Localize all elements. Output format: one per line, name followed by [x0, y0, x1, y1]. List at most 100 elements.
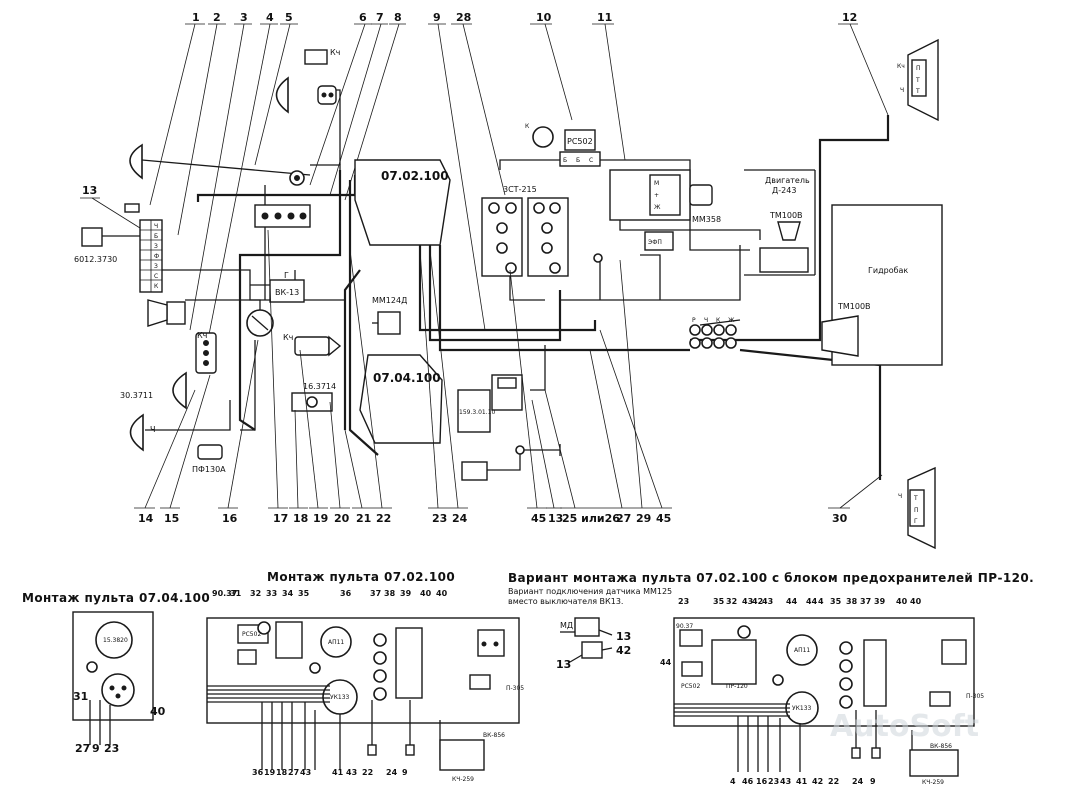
bottom-callouts: 14 15 16 17 18 19 20 21 22 23 24 45 13 2… [134, 229, 883, 525]
r-top-0: 23 [678, 597, 689, 606]
callout-19: 19 [313, 512, 328, 525]
starter-unit [759, 247, 809, 273]
svg-text:+: + [654, 192, 659, 199]
left-num-9: 9 [92, 742, 100, 755]
svg-text:90.37: 90.37 [676, 623, 693, 630]
callout-45a: 45 [531, 512, 546, 525]
callout-20: 20 [334, 512, 350, 525]
r-p305 [929, 691, 951, 707]
callout-17: 17 [273, 512, 288, 525]
c-top-5: 35 [298, 589, 310, 598]
callout-2: 2 [213, 11, 221, 24]
fuse-unit [457, 389, 491, 433]
svg-text:Ч: Ч [900, 87, 904, 94]
c-label-ap11: АП11 [328, 639, 344, 646]
r-top-10: 38 [846, 597, 858, 606]
c-label-p305: П-305 [506, 685, 524, 692]
label-tm100v-a: ТМ100В [769, 211, 803, 220]
center-mount-panel: 90.37 31 32 33 34 35 36 37 38 39 40 40 Р… [206, 589, 524, 783]
label-fuse-unit: 159.3.01.10 [459, 409, 495, 416]
callout-7: 7 [376, 11, 384, 24]
mini-num-13b: 13 [556, 658, 571, 671]
right-mount-panel: 23 35 32 43 42 43 44 44 4 35 38 37 39 40… [660, 597, 984, 786]
headlight-upper-icon [129, 143, 143, 180]
r-label-pr120: ПР-120 [726, 683, 748, 690]
horn-icon [166, 301, 186, 325]
c-top-0: 90.37 [212, 589, 237, 598]
callout-13-left: 13 [82, 184, 97, 197]
r-bot-8: 24 [852, 777, 864, 786]
label-pc502: РС502 [567, 137, 593, 146]
svg-text:С: С [589, 157, 593, 164]
panels: 07.02.100 07.04.100 ММ124Д [354, 159, 451, 444]
r-relay-pc502 [681, 661, 703, 677]
mini-device-md: МД [560, 621, 573, 630]
svg-text:Кч: Кч [197, 331, 207, 340]
r-top-4: 42 [752, 597, 763, 606]
svg-text:Ж: Ж [654, 204, 661, 211]
r-top-11: 37 [860, 597, 871, 606]
svg-text:Двигатель: Двигатель [765, 176, 810, 185]
r-top-8: 4 [818, 597, 824, 606]
panel-07-02-100-label: 07.02.100 [381, 169, 449, 183]
pf130a-unit [197, 444, 223, 460]
callout-10: 10 [536, 11, 552, 24]
left-num-27: 27 [75, 742, 90, 755]
r-label-vk856: ВК-856 [930, 743, 952, 750]
c-top-8: 38 [384, 589, 396, 598]
svg-text:З: З [154, 243, 158, 250]
svg-text:Т: Т [913, 495, 918, 502]
c-bot-6: 43 [346, 768, 357, 777]
headlights: Кч 30.3711 Ч ПФ130А [120, 48, 340, 474]
c-bot-0: 36 [252, 768, 264, 777]
svg-text:Ч: Ч [898, 493, 902, 500]
headlight-top-icon [275, 76, 289, 114]
r-pr120 [711, 639, 757, 685]
svg-text:К: К [525, 123, 530, 130]
svg-text:Д-243: Д-243 [772, 186, 796, 195]
r-label-p305: П-305 [966, 693, 984, 700]
svg-text:Кч: Кч [330, 48, 340, 57]
callout-45b: 45 [656, 512, 671, 525]
r-label-ap11: АП11 [794, 647, 810, 654]
svg-text:М: М [654, 180, 659, 187]
c-top-4: 34 [282, 589, 294, 598]
center-switches: ВК-13 Г Кч 16.3714 [246, 204, 342, 412]
label-tm100v-b: ТМ100В [837, 302, 871, 311]
left-connector-block: ЧБ ЗФ ЗС К 13 6012.3730 Кч [74, 184, 217, 374]
svg-text:Ч: Ч [150, 425, 155, 434]
left-num-31: 31 [73, 690, 88, 703]
left-num-23: 23 [104, 742, 119, 755]
fuse-strip [254, 204, 311, 228]
left-section-title: Монтаж пульта 07.04.100 [22, 591, 210, 605]
callout-21: 21 [356, 512, 371, 525]
svg-text:С: С [154, 273, 158, 280]
r-top-7: 44 [806, 597, 818, 606]
mini-num-13a: 13 [616, 630, 631, 643]
c-label-vk856: ВК-856 [483, 732, 505, 739]
note-line-2: вместо выключателя ВК13. [508, 597, 623, 606]
label-vk13: ВК-13 [275, 288, 299, 297]
c-top-6: 36 [340, 589, 352, 598]
r-label-44: 44 [660, 658, 672, 667]
c-bot-4: 43 [300, 768, 311, 777]
callout-3: 3 [240, 11, 248, 24]
svg-text:Т: Т [915, 88, 920, 95]
c-bot-9: 9 [402, 768, 408, 777]
label-mm124d: ММ124Д [372, 296, 407, 305]
left-num-40: 40 [150, 705, 166, 718]
trailer-sockets: ПТТ КчЧ ТПГ Ч [897, 38, 939, 550]
callout-28: 28 [456, 11, 471, 24]
label-battery: 3СТ-215 [503, 185, 537, 194]
r-bot-4: 43 [780, 777, 791, 786]
r-top-12: 39 [874, 597, 886, 606]
callout-24: 24 [452, 512, 468, 525]
callout-1: 1 [192, 11, 200, 24]
svg-text:П: П [914, 507, 919, 514]
svg-text:Ч: Ч [704, 317, 708, 324]
lamp-mid-icon [172, 371, 187, 410]
c-top-10: 40 [420, 589, 432, 598]
callout-4: 4 [266, 11, 274, 24]
r-bot-9: 9 [870, 777, 876, 786]
